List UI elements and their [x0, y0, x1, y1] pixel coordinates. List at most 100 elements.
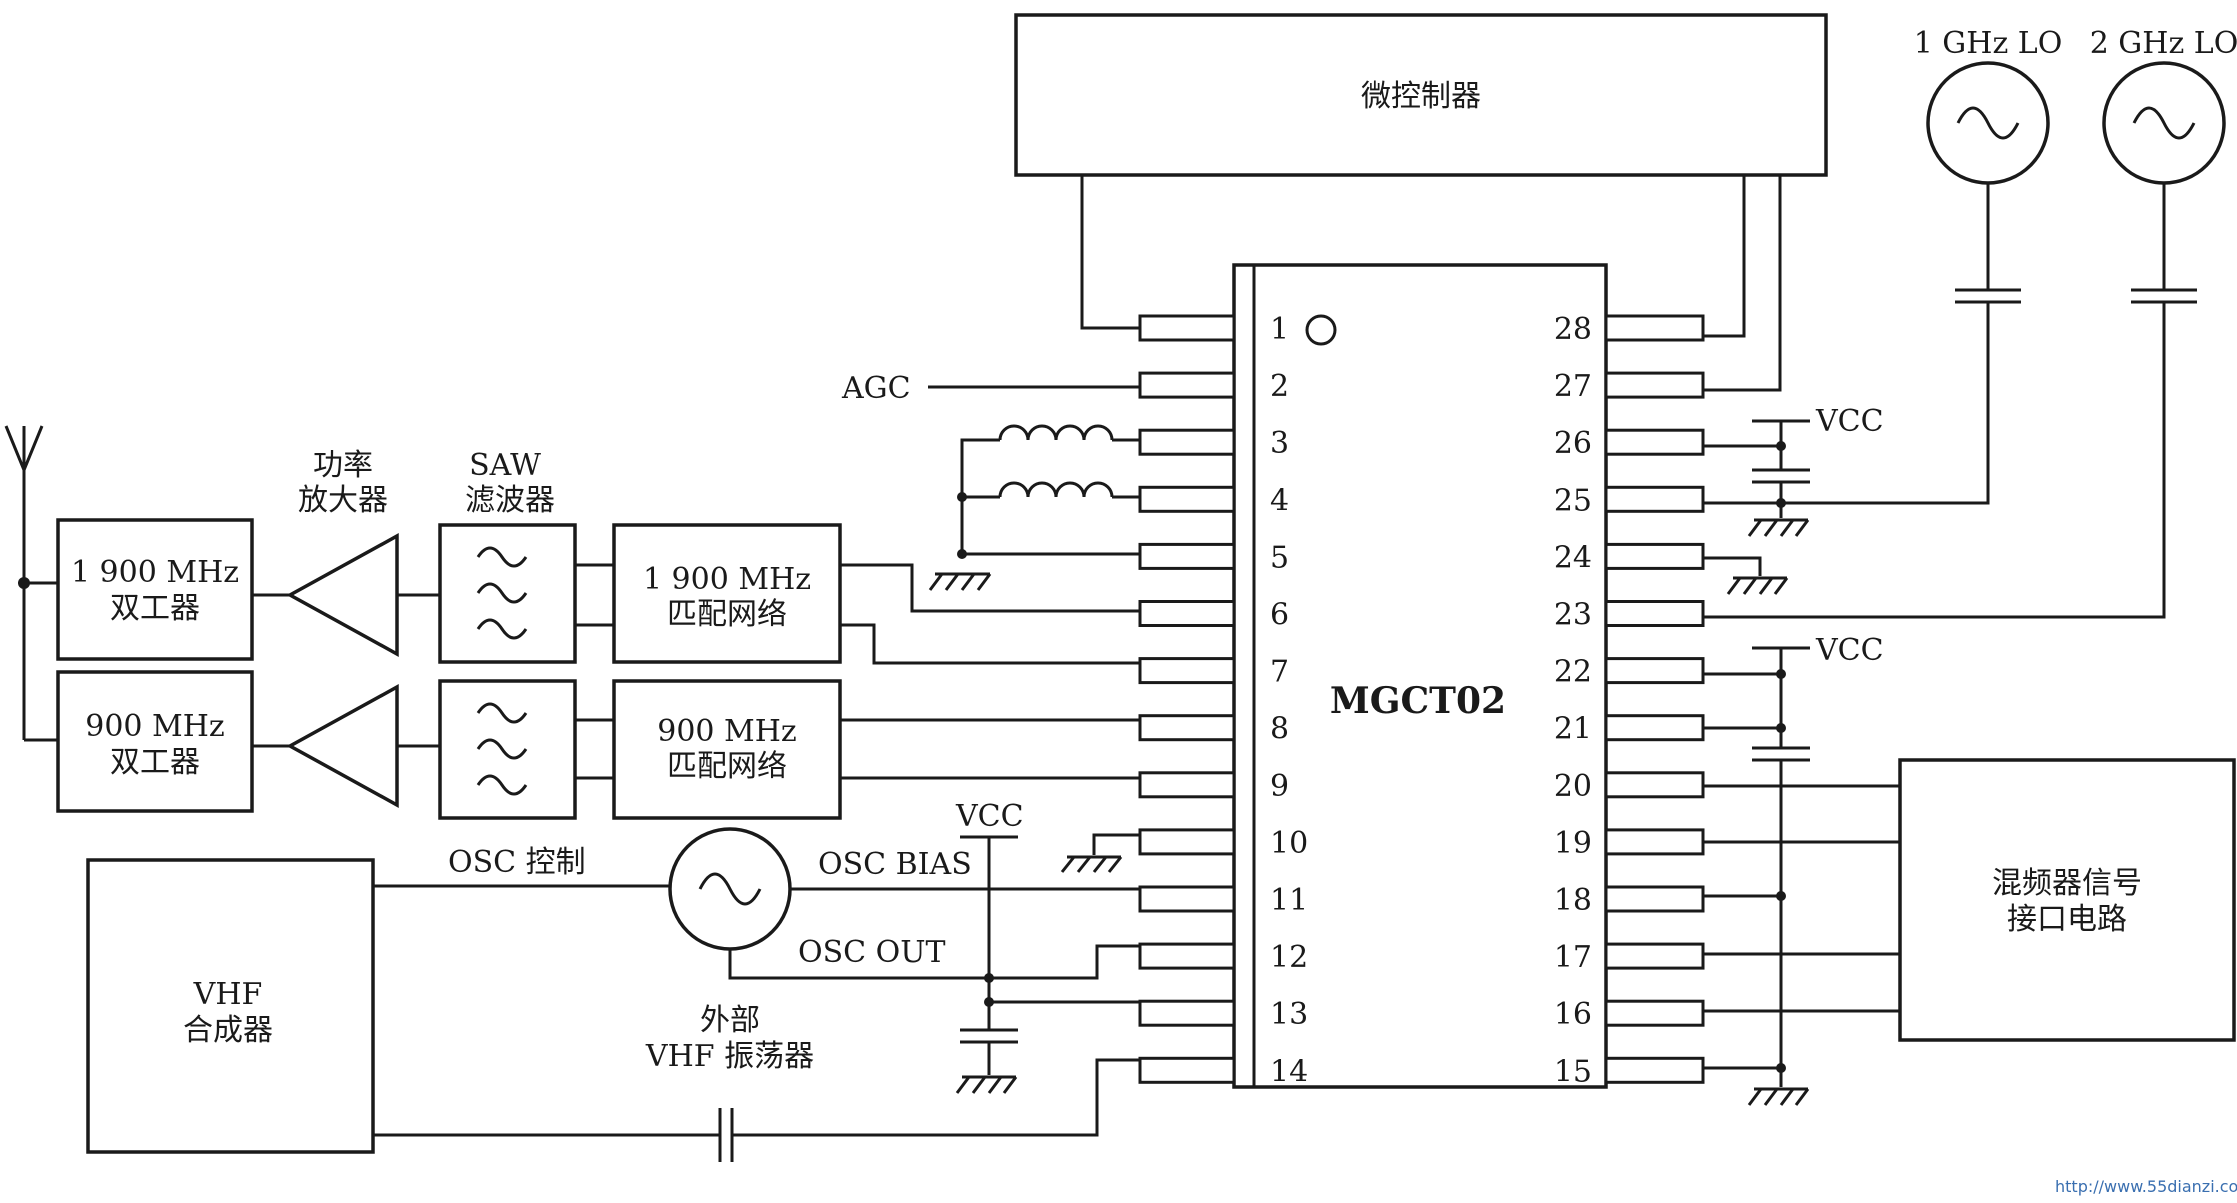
agc-label: AGC	[841, 371, 911, 406]
svg-text:匹配网络: 匹配网络	[667, 597, 787, 632]
osc-out-label: OSC OUT	[798, 935, 946, 970]
pin-number: 15	[1554, 1054, 1592, 1089]
pin-number: 16	[1554, 997, 1592, 1032]
svg-text:滤波器: 滤波器	[465, 483, 555, 518]
pin-number: 22	[1554, 655, 1592, 690]
svg-text:900 MHz: 900 MHz	[85, 709, 224, 744]
lo-1ghz-label: 1 GHz LO	[1914, 26, 2063, 61]
svg-text:VHF: VHF	[193, 977, 263, 1012]
pin-18	[1604, 885, 1705, 913]
pin-number: 25	[1554, 483, 1592, 518]
pin-27	[1604, 371, 1705, 399]
pin-number: 12	[1270, 940, 1308, 975]
svg-text:VCC: VCC	[955, 799, 1024, 834]
pin1-marker-icon	[1305, 314, 1337, 346]
microcontroller-block	[1014, 13, 1828, 177]
pin-number: 28	[1554, 312, 1592, 347]
sine-wave-icon	[698, 872, 762, 906]
power-amplifier-900-icon	[286, 684, 399, 808]
pin-number: 8	[1270, 712, 1289, 747]
pin-number: 18	[1554, 883, 1592, 918]
svg-text:VCC: VCC	[1815, 633, 1884, 668]
pin-10	[1138, 828, 1236, 856]
pin-5	[1138, 542, 1236, 570]
pin-3	[1138, 428, 1236, 456]
svg-text:900 MHz: 900 MHz	[657, 714, 796, 749]
saw-filter-900-icon	[476, 702, 528, 796]
sine-wave-icon	[1956, 106, 2020, 140]
osc-bias-label: OSC BIAS	[818, 847, 972, 882]
pin-number: 26	[1554, 426, 1592, 461]
pin-26	[1604, 428, 1705, 456]
svg-text:双工器: 双工器	[110, 745, 200, 780]
pin-28	[1604, 314, 1705, 342]
watermark: http://www.55dianzi.com	[2055, 1177, 2237, 1196]
pin-number: 10	[1270, 826, 1308, 861]
inductor-pin3-icon	[998, 424, 1114, 441]
osc-control-label: OSC 控制	[448, 845, 586, 880]
pin-6	[1138, 600, 1236, 627]
ground-pin10-icon	[1060, 855, 1123, 873]
pin-12	[1138, 942, 1236, 970]
svg-text:匹配网络: 匹配网络	[667, 749, 787, 784]
pin-number: 13	[1270, 997, 1308, 1032]
pin-16	[1604, 999, 1705, 1027]
ground-pin25-icon	[1747, 518, 1810, 537]
saw-filter-1900-icon	[476, 546, 528, 640]
sine-wave-icon	[2132, 106, 2196, 140]
svg-text:混频器信号: 混频器信号	[1992, 866, 2142, 901]
pin-19	[1604, 828, 1705, 856]
pin-number: 23	[1554, 598, 1592, 633]
svg-text:双工器: 双工器	[110, 591, 200, 626]
svg-text:SAW: SAW	[469, 448, 541, 483]
duplexer-1900	[56, 518, 254, 661]
pin-22	[1604, 657, 1705, 685]
svg-text:放大器: 放大器	[298, 483, 388, 518]
saw-filter-900	[438, 679, 577, 820]
svg-text:功率: 功率	[313, 448, 373, 483]
svg-text:外部: 外部	[700, 1003, 760, 1038]
chip-mgct02	[1232, 263, 1608, 1089]
pin-number: 4	[1270, 483, 1289, 518]
pin-number: 17	[1554, 940, 1592, 975]
pin-23	[1604, 600, 1705, 627]
pin-number: 20	[1554, 769, 1592, 804]
lo-2ghz-label: 2 GHz LO	[2090, 26, 2237, 61]
svg-text:合成器: 合成器	[183, 1013, 273, 1048]
pin-8	[1138, 714, 1236, 742]
ground-pin24-icon	[1726, 576, 1789, 595]
microcontroller-label: 微控制器	[1361, 79, 1481, 114]
pin-number: 19	[1554, 826, 1592, 861]
svg-text:VCC: VCC	[1815, 404, 1884, 439]
pin-11	[1138, 885, 1236, 913]
pin-number: 9	[1270, 769, 1289, 804]
match-network-1900	[612, 523, 842, 664]
pin-number: 2	[1270, 369, 1289, 404]
pin-24	[1604, 542, 1705, 570]
pin-2	[1138, 371, 1236, 399]
pin-14	[1138, 1056, 1236, 1084]
svg-text:接口电路: 接口电路	[2007, 902, 2127, 937]
svg-text:VHF 振荡器: VHF 振荡器	[645, 1039, 814, 1074]
ground-mixer-icon	[1747, 1087, 1810, 1106]
pin-number: 21	[1554, 712, 1592, 747]
pin-17	[1604, 942, 1705, 970]
saw-filter-1900	[438, 523, 577, 664]
pin-7	[1138, 657, 1236, 685]
pin-number: 6	[1270, 598, 1289, 633]
ground-pin13-icon	[955, 1075, 1018, 1094]
pin-number: 5	[1270, 540, 1289, 575]
pin-number: 24	[1554, 540, 1592, 575]
inductor-pin4-icon	[998, 481, 1114, 498]
pin-number: 3	[1270, 426, 1289, 461]
pin-number: 11	[1270, 883, 1308, 918]
svg-text:1 900 MHz: 1 900 MHz	[643, 562, 811, 597]
mixer-if-interface	[1898, 758, 2236, 1042]
pin-20	[1604, 771, 1705, 799]
pin-number: 14	[1270, 1054, 1308, 1089]
pin-1	[1138, 314, 1236, 342]
pin-15	[1604, 1056, 1705, 1084]
